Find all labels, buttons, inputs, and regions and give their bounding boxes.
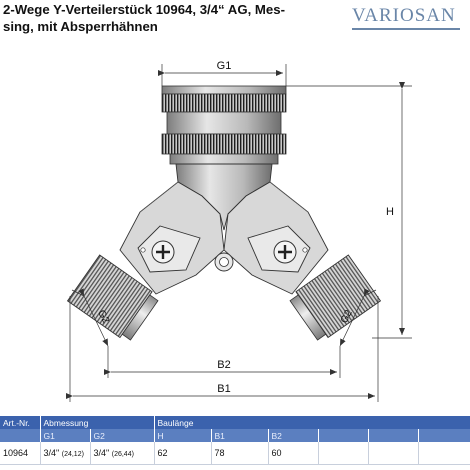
dimension-h — [286, 82, 412, 339]
top-coupling-nut — [161, 85, 287, 165]
cell-b2: 60 — [268, 442, 319, 465]
cell-empty — [418, 442, 470, 465]
cell-h: 62 — [154, 442, 212, 465]
subcol-empty — [0, 429, 41, 442]
subcol-b1: B1 — [211, 429, 269, 442]
cell-art: 10964 — [0, 442, 41, 465]
cell-b1: 78 — [211, 442, 269, 465]
brand-underline — [352, 28, 460, 30]
left-valve-lever — [137, 225, 201, 273]
dimension-g2-right — [339, 288, 377, 347]
spec-table-header-row: Art.-Nr. Abmessung Baulänge — [0, 416, 470, 429]
spec-table: Art.-Nr. Abmessung Baulänge G1 G2 H B1 B… — [0, 416, 470, 465]
cell-g1: 3/4" (24,12) — [40, 442, 91, 465]
dimension-b2-label: B2 — [217, 359, 230, 371]
subcol-empty — [318, 429, 369, 442]
dimension-b1 — [66, 296, 379, 402]
dimension-b2 — [104, 346, 341, 378]
cell-g2-mm: (26,44) — [111, 451, 134, 458]
cell-empty — [368, 442, 419, 465]
spec-table-subheader-row: G1 G2 H B1 B2 — [0, 429, 470, 442]
table-row: 10964 3/4" (24,12) 3/4" (26,44) 62 78 60 — [0, 442, 470, 465]
dimension-g1-label: G1 — [217, 60, 232, 72]
dimension-g1 — [158, 64, 287, 86]
dimension-b1-label: B1 — [217, 383, 230, 395]
col-baulaenge: Baulänge — [154, 416, 470, 429]
col-art-nr: Art.-Nr. — [0, 416, 41, 429]
product-title: 2-Wege Y-Verteilerstück 10964, 3/4“ AG, … — [3, 2, 333, 35]
product-title-line-1: 2-Wege Y-Verteilerstück 10964, 3/4“ AG, … — [3, 2, 285, 17]
subcol-empty — [418, 429, 470, 442]
cell-g1-value: 3/4" — [43, 448, 60, 458]
subcol-g1: G1 — [40, 429, 91, 442]
dimension-h-label: H — [386, 206, 394, 218]
product-title-line-2: sing, mit Absperrhähnen — [3, 18, 158, 34]
y-body — [119, 163, 329, 295]
cell-g2-value: 3/4" — [93, 448, 110, 458]
technical-drawing: G1 H G2 G2 B2 B1 — [66, 60, 412, 402]
cell-empty — [318, 442, 369, 465]
subcol-g2: G2 — [90, 429, 155, 442]
left-outlet-thread — [66, 254, 159, 341]
cell-g2: 3/4" (26,44) — [90, 442, 155, 465]
col-abmessung: Abmessung — [40, 416, 155, 429]
subcol-b2: B2 — [268, 429, 319, 442]
subcol-h: H — [154, 429, 212, 442]
right-valve-lever — [247, 225, 311, 273]
subcol-empty — [368, 429, 419, 442]
dimension-g2-left — [71, 288, 109, 347]
brand-logo: VARIOSAN — [352, 5, 456, 26]
cell-g1-mm: (24,12) — [61, 451, 84, 458]
